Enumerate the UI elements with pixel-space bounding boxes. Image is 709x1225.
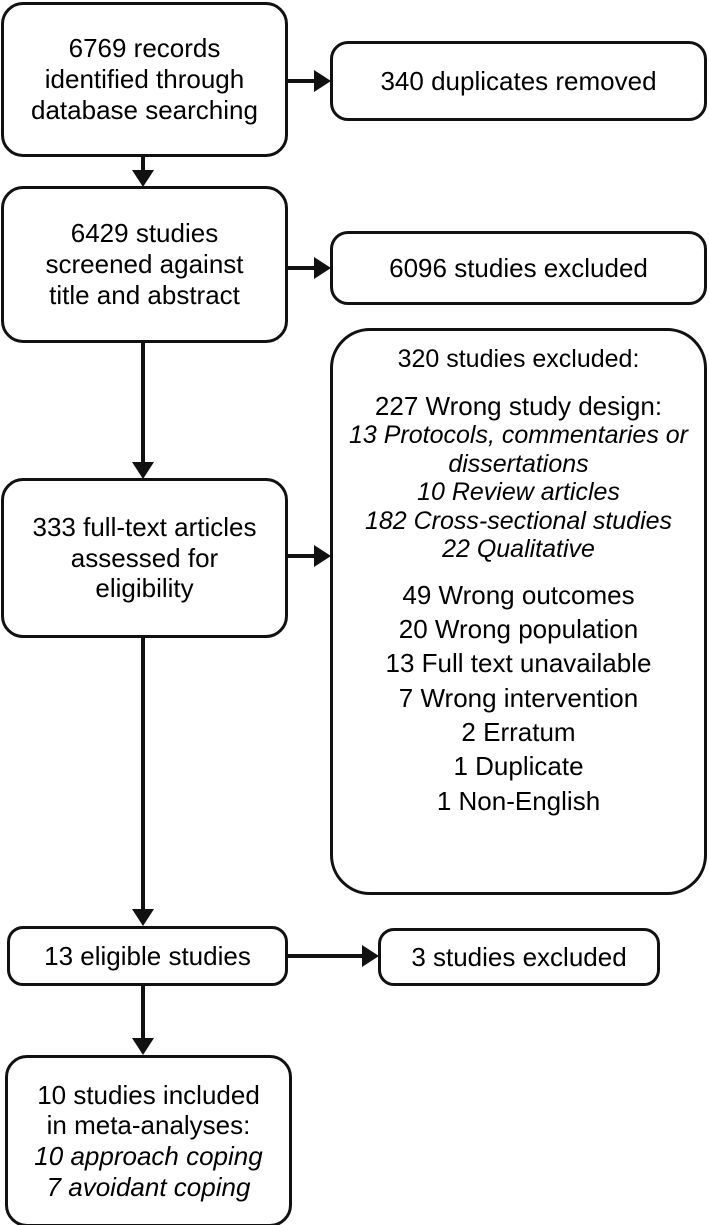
node-studies-included-italic-2: 7 avoidant coping (46, 1171, 251, 1202)
exclusion-item-5: 2 Erratum (461, 716, 576, 747)
node-studies-excluded-final: 3 studies excluded (378, 928, 660, 986)
node-fulltext-assessed: 333 full-text articles assessed for elig… (1, 478, 288, 638)
exclusion-reasons-title: 320 studies excluded: (397, 345, 640, 373)
connector-eligible-to-excluded-final (288, 954, 366, 958)
node-fulltext-assessed-line-2: assessed for (70, 542, 219, 573)
node-exclusion-reasons: 320 studies excluded: 227 Wrong study de… (330, 328, 707, 895)
exclusion-item-4: 7 Wrong intervention (398, 682, 639, 713)
connector-screened-to-excluded (288, 266, 318, 270)
exclusion-item-2: 20 Wrong population (398, 613, 639, 644)
node-studies-excluded-screening: 6096 studies excluded (330, 231, 707, 305)
node-studies-excluded-final-label: 3 studies excluded (411, 941, 627, 972)
exclusion-wrong-design-sub-2: dissertations (448, 449, 589, 478)
node-studies-included-italic-1: 10 approach coping (34, 1141, 263, 1171)
node-studies-screened-line-2: screened against (45, 249, 244, 280)
connector-eligible-to-included (141, 986, 145, 1040)
exclusion-wrong-design-sub-4: 182 Cross-sectional studies (364, 506, 673, 535)
arrowhead-eligible-to-excluded-final (362, 945, 379, 967)
exclusion-item-1: 49 Wrong outcomes (402, 579, 635, 610)
exclusion-wrong-design-sub-1: 13 Protocols, commentaries or (348, 421, 689, 450)
arrowhead-screened-to-fulltext (132, 462, 154, 479)
node-studies-included: 10 studies included in meta-analyses: 10… (5, 1055, 292, 1225)
exclusion-item-6: 1 Duplicate (453, 751, 584, 782)
exclusion-item-3: 13 Full text unavailable (385, 648, 652, 679)
node-studies-excluded-screening-label: 6096 studies excluded (389, 252, 648, 283)
node-fulltext-assessed-line-1: 333 full-text articles (32, 511, 257, 542)
node-eligible-studies: 13 eligible studies (7, 926, 288, 986)
arrowhead-eligible-to-included (132, 1038, 154, 1055)
connector-fulltext-to-eligible (141, 638, 145, 918)
node-records-identified-line-1: 6769 records (68, 33, 221, 64)
node-studies-screened-line-1: 6429 studies (70, 218, 219, 249)
node-records-identified: 6769 records identified through database… (1, 2, 288, 157)
exclusion-wrong-design-head: 227 Wrong study design: (374, 390, 663, 421)
connector-identified-to-screened (141, 157, 145, 175)
arrowhead-screened-to-excluded (314, 257, 331, 279)
node-studies-screened: 6429 studies screened against title and … (1, 186, 288, 343)
node-fulltext-assessed-line-3: eligibility (95, 573, 194, 604)
node-studies-screened-line-3: title and abstract (49, 279, 240, 310)
node-records-identified-line-2: identified through (44, 64, 245, 95)
arrowhead-identified-to-duplicates (314, 70, 331, 92)
node-duplicates-removed: 340 duplicates removed (330, 41, 707, 121)
arrowhead-fulltext-to-exclusions (314, 545, 331, 567)
exclusion-group-wrong-design: 227 Wrong study design: 13 Protocols, co… (349, 391, 688, 564)
node-duplicates-removed-label: 340 duplicates removed (380, 65, 657, 96)
connector-identified-to-duplicates (288, 79, 318, 83)
exclusion-wrong-design-sub-5: 22 Qualitative (442, 535, 595, 564)
node-studies-included-line-2: in meta-analyses: (46, 1110, 251, 1141)
exclusion-item-7: 1 Non-English (436, 785, 601, 816)
arrowhead-identified-to-screened (132, 170, 154, 187)
connector-fulltext-to-exclusions (288, 554, 318, 558)
node-eligible-studies-label: 13 eligible studies (44, 940, 251, 971)
node-studies-included-line-1: 10 studies included (37, 1079, 260, 1110)
node-records-identified-line-3: database searching (31, 94, 258, 125)
exclusion-wrong-design-sub-3: 10 Review articles (417, 478, 620, 507)
arrowhead-fulltext-to-eligible (132, 909, 154, 926)
connector-screened-to-fulltext (141, 343, 145, 471)
